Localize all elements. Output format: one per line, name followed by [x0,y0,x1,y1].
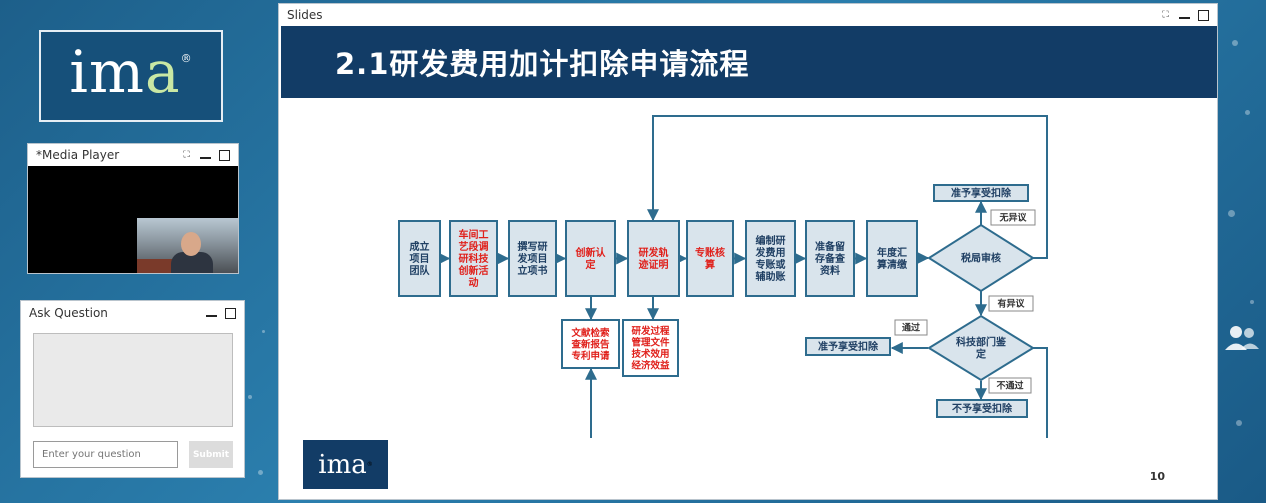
flow-step-label: 编制研 [756,234,786,247]
ima-logo: ima® [39,30,223,122]
flow-step-label: 项目 [410,253,430,265]
expand-icon[interactable]: ⛶ [1162,9,1169,20]
document-box-label: 专利申请 [571,350,610,362]
slides-window: Slides ⛶ 2.1研发费用加计扣除申请流程 成立项目团队 车间工艺段调研科技… [278,3,1218,500]
objection-label: 有异议 [997,298,1025,310]
flow-step-box [745,220,796,297]
flow-connector [647,115,1048,259]
minimize-icon[interactable] [206,310,217,317]
slides-titlebar[interactable]: Slides ⛶ [279,4,1217,26]
questions-list [33,333,233,427]
expand-icon[interactable]: ⛶ [183,149,190,160]
minimize-icon[interactable] [1179,12,1190,19]
flow-step-label: 专账核 [695,246,725,259]
approve-left-label: 准予享受扣除 [818,340,879,353]
document-box-label: 技术效用 [631,348,669,360]
question-input[interactable] [33,441,178,468]
pass-label: 通过 [902,322,920,334]
media-player-title: *Media Player [36,148,120,162]
flow-step-label: 算清缴 [876,258,908,271]
flow-step-label: 专账或 [756,258,786,271]
ask-question-window: Ask Question Submit [20,300,245,478]
document-box-label: 研发过程 [631,325,670,337]
approve-left-box [805,337,891,356]
maximize-icon[interactable] [1198,9,1209,21]
submit-button[interactable]: Submit [189,441,233,468]
flow-step-box [449,220,498,297]
flow-step-box [627,220,680,297]
flow-step-box [686,220,734,297]
flow-step-box [565,220,616,297]
fail-tag [988,377,1032,394]
maximize-icon[interactable] [219,149,230,161]
process-flowchart: 成立项目团队车间工艺段调研科技创新活动撰写研发项目立项书创新认定研发轨迹证明专账… [398,115,1048,438]
slide-footer-logo: ima® [303,440,388,489]
flow-step-label: 辅助账 [756,270,786,283]
tax-review-label: 税局审核 [961,252,1001,265]
tech-review-label: 定 [976,348,986,361]
tech-review-diamond [927,314,1035,382]
no-objection-tag [990,209,1036,226]
approve-top-box [933,184,1029,202]
document-box [622,319,679,377]
ask-question-title: Ask Question [29,306,108,320]
webcam-feed [137,218,238,273]
document-box-label: 文献检索 [570,327,610,339]
participants-icon[interactable] [1222,323,1262,353]
reject-box [936,399,1028,418]
flow-step-label: 创新认 [575,246,607,259]
flow-step-box [508,220,557,297]
video-screen[interactable] [28,166,238,273]
flow-step-label: 动 [469,276,479,289]
flow-step-label: 创新活 [458,264,489,277]
flow-step-label: 团队 [410,264,431,277]
slide-header: 2.1研发费用加计扣除申请流程 [281,26,1217,98]
flow-step-label: 算 [704,258,715,271]
slides-window-title: Slides [287,8,323,22]
flow-step-label: 研科技 [459,252,490,265]
flow-step-box [398,220,441,297]
flow-step-label: 定 [586,258,596,271]
approve-top-label: 准予享受扣除 [951,187,1012,200]
flow-step-label: 撰写研 [518,240,548,253]
flow-step-label: 发项目 [517,252,548,265]
flow-step-label: 年度汇 [877,246,907,259]
slide-canvas: 2.1研发费用加计扣除申请流程 成立项目团队 车间工艺段调研科技创新活动 撰写研发项… [281,26,1217,499]
flow-step-label: 资料 [820,264,840,277]
flow-step-label: 准备留 [815,240,845,253]
flow-step-label: 迹证明 [639,258,669,271]
flow-step-label: 成立 [410,240,430,253]
ask-question-titlebar[interactable]: Ask Question [21,301,244,325]
media-player-window: *Media Player ⛶ [27,143,239,274]
tax-review-diamond [927,223,1035,293]
media-player-titlebar[interactable]: *Media Player ⛶ [28,144,238,166]
fail-label: 不通过 [996,380,1023,392]
flow-connector [585,347,1048,438]
slide-title: 2.1研发费用加计扣除申请流程 [335,47,750,81]
reject-label: 不予享受扣除 [952,402,1013,415]
document-box-label: 经济效益 [631,360,670,372]
flow-step-box [805,220,855,297]
document-box [561,319,620,369]
page-number: 10 [1149,470,1165,483]
flow-step-label: 发费用 [755,246,786,259]
minimize-icon[interactable] [200,152,211,159]
flow-step-label: 存备查 [815,252,846,265]
no-objection-label: 无异议 [998,212,1027,224]
pass-tag [894,319,928,336]
tech-review-label: 科技部门鉴 [956,336,1007,349]
document-box-label: 管理文件 [631,337,670,349]
flow-step-label: 立项书 [518,264,548,277]
objection-tag [988,295,1034,312]
maximize-icon[interactable] [225,307,236,319]
flow-step-label: 艺段调 [459,240,489,253]
flow-step-box [866,220,918,297]
document-box-label: 查新报告 [570,338,610,350]
flow-step-label: 研发轨 [639,246,669,259]
flow-step-label: 车间工 [459,228,489,241]
